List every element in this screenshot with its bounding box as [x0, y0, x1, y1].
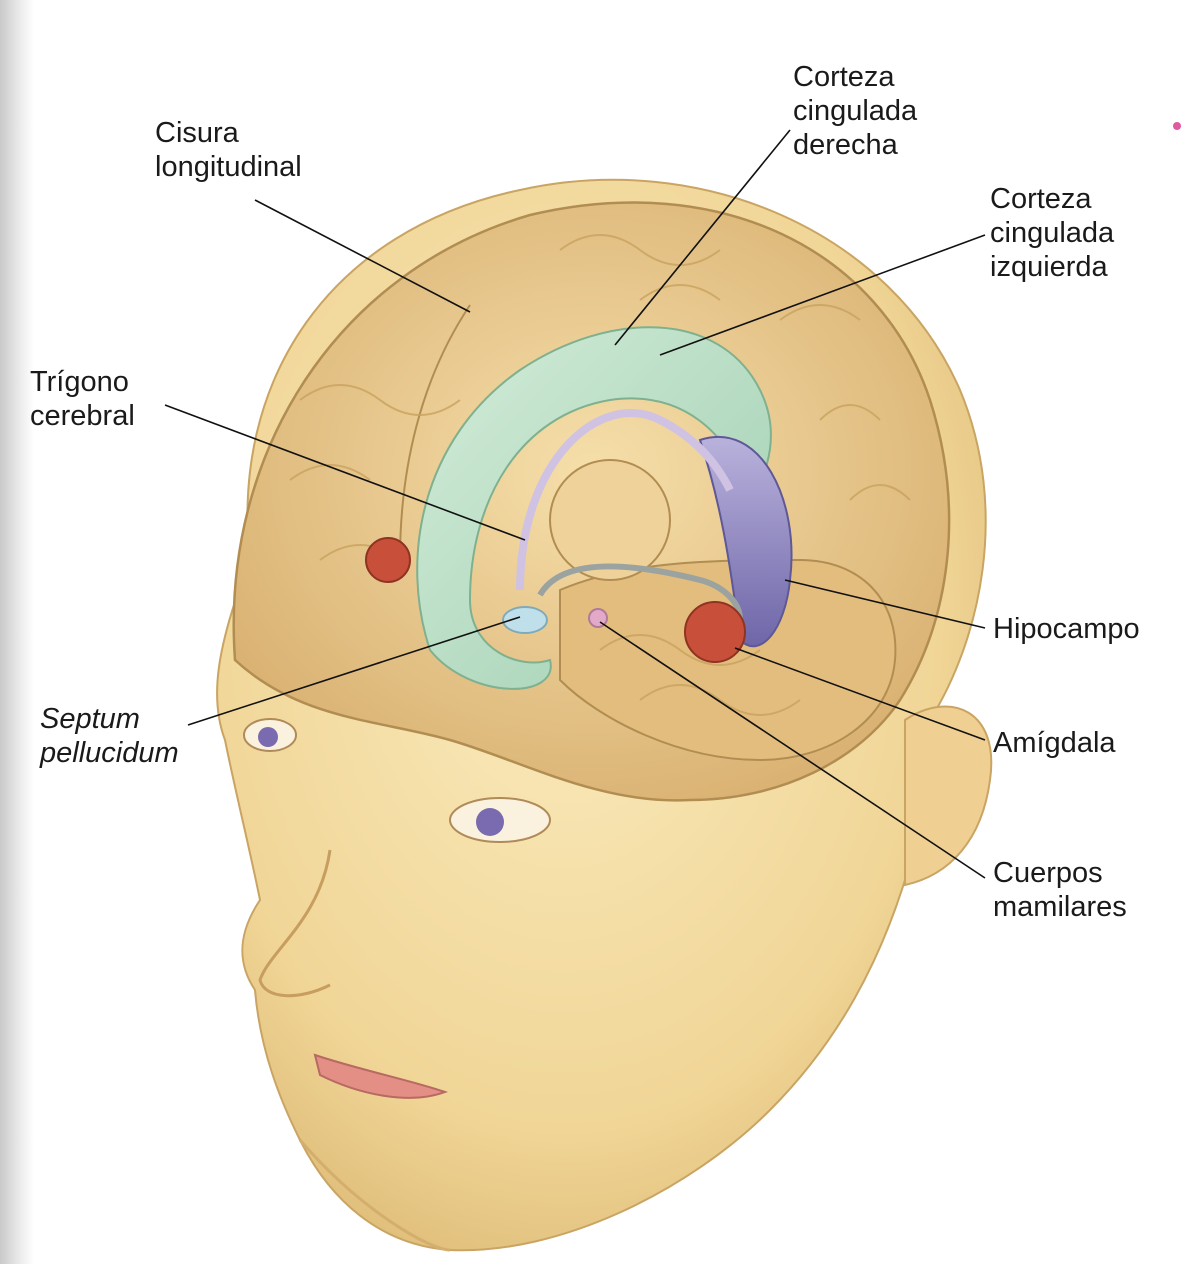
- label-corteza-cingulada-izquierda: Corteza cingulada izquierda: [990, 182, 1114, 284]
- label-line: pellucidum: [40, 736, 179, 770]
- label-line: cingulada: [793, 94, 917, 128]
- label-cuerpos-mamilares: Cuerpos mamilares: [993, 856, 1127, 924]
- thalamus-shape: [550, 460, 670, 580]
- iris-right-shape: [258, 727, 278, 747]
- label-corteza-cingulada-derecha: Corteza cingulada derecha: [793, 60, 917, 162]
- amygdala-right-shape: [366, 538, 410, 582]
- label-septum-pellucidum: Septum pellucidum: [40, 702, 179, 770]
- label-line: Cisura: [155, 116, 302, 150]
- label-hipocampo: Hipocampo: [993, 612, 1140, 646]
- label-cisura-longitudinal: Cisura longitudinal: [155, 116, 302, 184]
- label-line: cingulada: [990, 216, 1114, 250]
- label-line: Cuerpos: [993, 856, 1127, 890]
- label-amigdala: Amígdala: [993, 726, 1116, 760]
- label-line: Corteza: [793, 60, 917, 94]
- label-line: Hipocampo: [993, 612, 1140, 646]
- label-line: derecha: [793, 128, 917, 162]
- label-line: izquierda: [990, 250, 1114, 284]
- amygdala-left-shape: [685, 602, 745, 662]
- label-line: Septum: [40, 702, 179, 736]
- ear-shape: [905, 707, 991, 886]
- label-line: longitudinal: [155, 150, 302, 184]
- label-line: Trígono: [30, 365, 135, 399]
- label-line: mamilares: [993, 890, 1127, 924]
- label-line: Corteza: [990, 182, 1114, 216]
- page-marker-dot: [1173, 122, 1181, 130]
- label-trigono-cerebral: Trígono cerebral: [30, 365, 135, 433]
- iris-left-shape: [476, 808, 504, 836]
- label-line: cerebral: [30, 399, 135, 433]
- label-line: Amígdala: [993, 726, 1116, 760]
